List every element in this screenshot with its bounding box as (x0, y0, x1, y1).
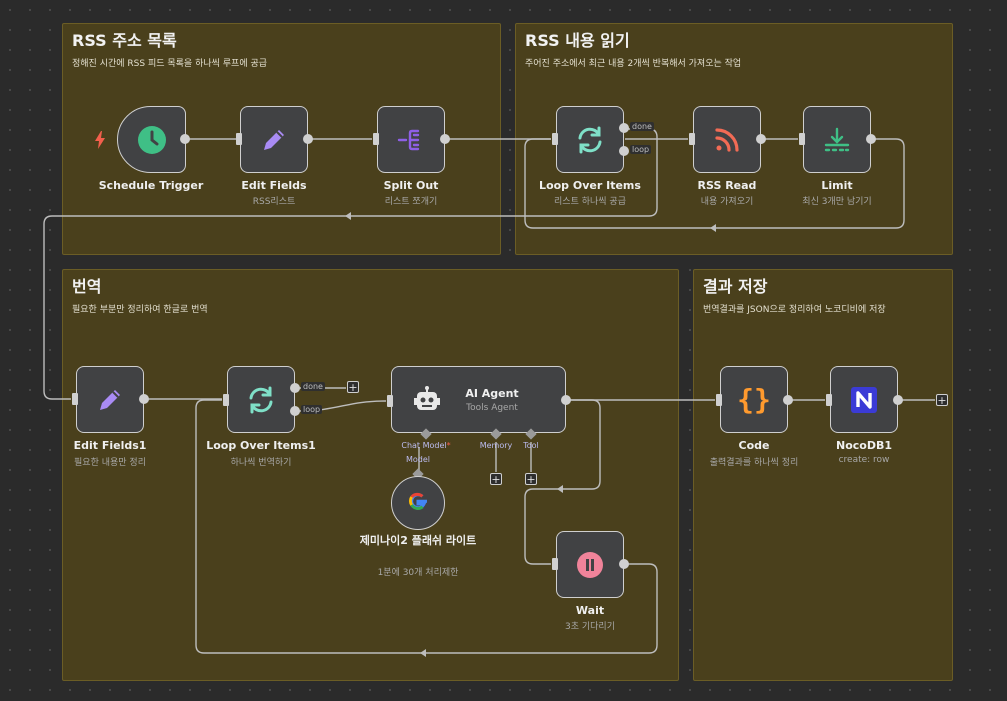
input-port[interactable] (716, 394, 722, 406)
sync-icon (243, 382, 279, 418)
done-port-label: done (630, 122, 654, 131)
input-port[interactable] (373, 133, 379, 145)
input-port[interactable] (826, 394, 832, 406)
input-port[interactable] (552, 558, 558, 570)
node-subtitle: 출력결과를 하나씩 정리 (709, 458, 799, 468)
sticky-title: 결과 저장 (703, 277, 768, 296)
node-subtitle: Tools Agent (466, 402, 518, 413)
google-g-icon (407, 490, 429, 516)
limit-icon (819, 122, 855, 158)
memory-port-label: Memory (479, 441, 513, 450)
input-port[interactable] (387, 395, 393, 407)
node-label: AI Agent (465, 386, 519, 400)
add-tool-button[interactable]: + (525, 473, 537, 486)
node-subtitle: RSS리스트 (252, 197, 296, 207)
node-label: NocoDB1 (835, 439, 893, 452)
braces-icon: {} (737, 383, 771, 416)
done-port-label: done (301, 382, 325, 391)
add-memory-button[interactable]: + (490, 473, 502, 486)
input-port[interactable] (223, 394, 229, 406)
node-subtitle: 내용 가져오기 (700, 197, 754, 207)
code-node[interactable]: {} (720, 366, 788, 433)
schedule-trigger-node[interactable] (117, 106, 186, 173)
node-label: Edit Fields1 (73, 439, 147, 452)
loop-output-port[interactable] (290, 406, 300, 416)
output-port[interactable] (866, 134, 876, 144)
node-label: Edit Fields (241, 179, 307, 192)
sticky-title: RSS 주소 목록 (72, 31, 177, 50)
edit-fields1-node[interactable] (76, 366, 144, 433)
node-subtitle: 리스트 하나씩 공급 (554, 197, 626, 207)
clock-icon (134, 122, 170, 158)
node-label: Loop Over Items (539, 179, 641, 192)
node-label: Wait (575, 604, 605, 617)
loop-output-port[interactable] (619, 146, 629, 156)
output-port[interactable] (756, 134, 766, 144)
sticky-description: 필요한 부분만 정리하여 한글로 번역 (72, 305, 208, 315)
add-node-button[interactable]: + (936, 394, 948, 407)
sticky-title: RSS 내용 읽기 (525, 31, 630, 50)
sticky-description: 주어진 주소에서 최근 내용 2개씩 반복해서 가져오는 작업 (525, 59, 742, 69)
sync-icon (572, 122, 608, 158)
output-port[interactable] (440, 134, 450, 144)
output-port[interactable] (893, 395, 903, 405)
loop-over-items1-node[interactable] (227, 366, 295, 433)
loop-port-label: loop (630, 145, 652, 154)
node-label: Limit (821, 179, 853, 192)
input-port[interactable] (236, 133, 242, 145)
node-subtitle: 리스트 쪼개기 (384, 197, 438, 207)
pause-icon (572, 547, 608, 583)
robot-icon (412, 385, 442, 415)
chat-model-port-label: Chat Model* (401, 441, 451, 450)
done-output-port[interactable] (290, 383, 300, 393)
output-port[interactable] (619, 559, 629, 569)
sticky-description: 정해진 시간에 RSS 피드 목록을 하나씩 루프에 공급 (72, 59, 268, 69)
input-port[interactable] (72, 393, 78, 405)
loop-port-label: loop (301, 405, 323, 414)
sticky-save[interactable]: 결과 저장 번역결과를 JSON으로 정리하여 노코디비에 저장 (693, 269, 953, 681)
sticky-title: 번역 (72, 277, 102, 296)
add-node-button[interactable]: + (347, 381, 359, 394)
done-output-port[interactable] (619, 123, 629, 133)
node-label: RSS Read (697, 179, 757, 192)
output-port[interactable] (139, 394, 149, 404)
rss-icon (709, 122, 745, 158)
edit-fields-node[interactable] (240, 106, 308, 173)
wait-node[interactable] (556, 531, 624, 598)
lightning-icon (94, 131, 106, 149)
node-subtitle: 필요한 내용만 정리 (74, 458, 146, 468)
output-port[interactable] (783, 395, 793, 405)
output-port[interactable] (303, 134, 313, 144)
node-subtitle: 최신 3개만 남기기 (802, 197, 872, 207)
nocodb1-node[interactable] (830, 366, 898, 433)
split-out-icon (393, 122, 429, 158)
gemini-model-node[interactable] (391, 476, 445, 530)
rss-read-node[interactable] (693, 106, 761, 173)
node-subtitle: 1분에 30개 처리제한 (377, 568, 459, 578)
node-label: 제미나이2 플래쉬 라이트 (359, 534, 477, 547)
pencil-icon (256, 122, 292, 158)
limit-node[interactable] (803, 106, 871, 173)
node-label: Loop Over Items1 (206, 439, 316, 452)
tool-port-label: Tool (523, 441, 539, 450)
nocodb-icon (846, 382, 882, 418)
node-subtitle: create: row (838, 455, 890, 465)
ai-agent-node[interactable]: AI Agent Tools Agent (391, 366, 566, 433)
node-label: Code (738, 439, 770, 452)
model-port-label: Model (405, 455, 431, 464)
output-port[interactable] (561, 395, 571, 405)
split-out-node[interactable] (377, 106, 445, 173)
input-port[interactable] (552, 133, 558, 145)
loop-over-items-node[interactable] (556, 106, 624, 173)
output-port[interactable] (180, 134, 190, 144)
node-subtitle: 하나씩 번역하기 (230, 458, 292, 468)
input-port[interactable] (799, 133, 805, 145)
sticky-description: 번역결과를 JSON으로 정리하여 노코디비에 저장 (703, 305, 886, 315)
node-label: Schedule Trigger (98, 179, 204, 192)
input-port[interactable] (689, 133, 695, 145)
node-subtitle: 3초 기다리기 (565, 622, 615, 632)
node-label: Split Out (383, 179, 439, 192)
pencil-icon (92, 382, 128, 418)
